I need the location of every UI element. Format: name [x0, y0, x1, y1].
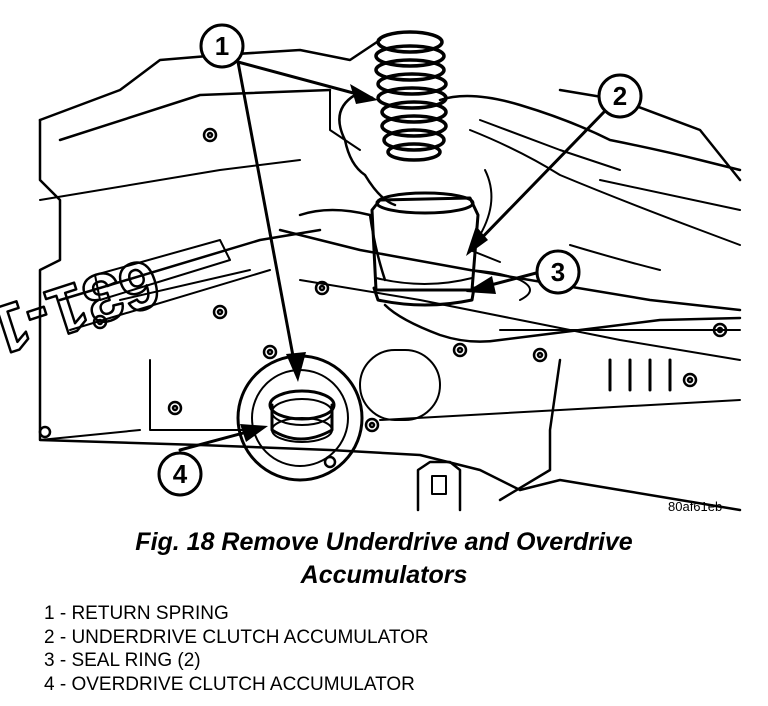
cast-marking: 631-1 [0, 242, 170, 371]
legend-item-overdrive-clutch-accumulator: 4 - OVERDRIVE CLUTCH ACCUMULATOR [44, 673, 415, 695]
callout-3-label: 3 [551, 257, 565, 287]
callout-4: 4 [157, 451, 203, 497]
legend-item-return-spring: 1 - RETURN SPRING [44, 603, 229, 624]
callout-2-label: 2 [613, 81, 627, 111]
figure-caption-line-1: Fig. 18 Remove Underdrive and Overdrive [135, 528, 633, 556]
figure-caption-line-2: Accumulators [300, 561, 468, 589]
valve-body-drawing [38, 38, 742, 512]
legend-item-seal-ring: 3 - SEAL RING (2) [44, 650, 201, 671]
callout-3: 3 [535, 249, 581, 295]
hand-drawing [298, 93, 742, 343]
callout-1-label: 1 [215, 31, 229, 61]
arrowheads [240, 84, 496, 442]
return-spring [374, 30, 448, 162]
callout-2: 2 [597, 73, 643, 119]
callout-1: 1 [199, 23, 245, 69]
overdrive-accumulator-bore [236, 354, 364, 482]
image-code: 80af61eb [668, 499, 722, 514]
svg-text:631-1: 631-1 [0, 244, 169, 370]
technical-illustration: 631-1 [0, 23, 742, 514]
legend-list: 1 - RETURN SPRING 2 - UNDERDRIVE CLUTCH … [44, 602, 429, 696]
legend-item-underdrive-clutch-accumulator: 2 - UNDERDRIVE CLUTCH ACCUMULATOR [44, 626, 429, 648]
callout-4-label: 4 [173, 459, 188, 489]
